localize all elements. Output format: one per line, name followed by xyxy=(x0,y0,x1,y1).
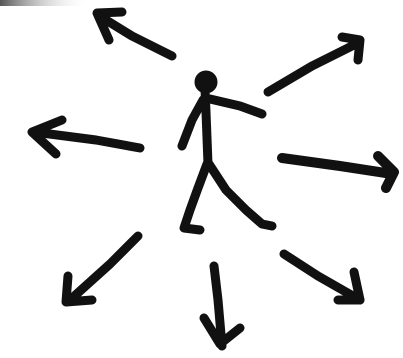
figure-right-arm xyxy=(210,99,262,114)
figure-left-arm xyxy=(182,100,203,146)
arrow-up-right xyxy=(268,37,360,92)
arrow-up-left xyxy=(97,12,172,56)
figure-right-leg xyxy=(209,164,272,226)
arrow-down-right xyxy=(284,254,360,300)
corner-shadow xyxy=(0,0,90,6)
arrow-left xyxy=(32,120,140,154)
arrow-down xyxy=(204,266,240,346)
stick-figure xyxy=(182,71,272,230)
arrow-right xyxy=(282,156,394,188)
figure-left-leg xyxy=(184,164,207,230)
arrow-down-left xyxy=(66,236,138,302)
